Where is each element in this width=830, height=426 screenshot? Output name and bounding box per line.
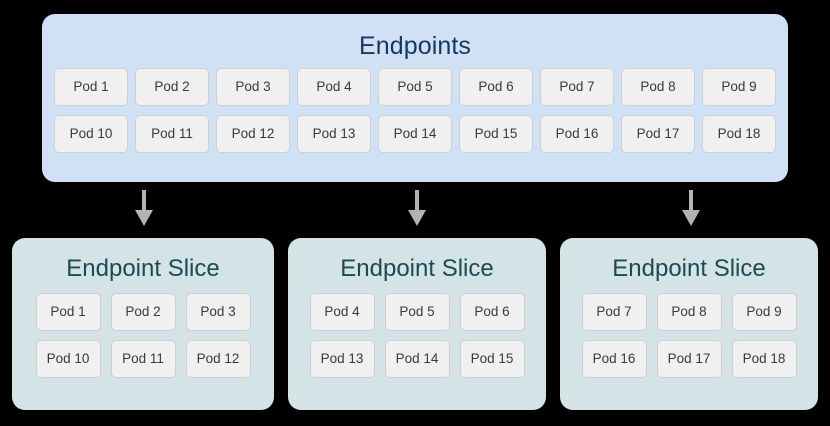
pod-box[interactable]: Pod 18 [731,340,797,378]
endpoint-slice-pod-row-1: Pod 4 Pod 5 Pod 6 [288,293,546,331]
pod-box[interactable]: Pod 4 [297,68,371,106]
pod-box[interactable]: Pod 12 [185,340,251,378]
endpoint-slice-title: Endpoint Slice [66,255,220,282]
pod-box[interactable]: Pod 18 [702,115,776,153]
pod-box[interactable]: Pod 15 [459,115,533,153]
arrow-down-icon [408,190,426,226]
pod-box[interactable]: Pod 11 [110,340,176,378]
pod-box[interactable]: Pod 12 [216,115,290,153]
endpoint-slice-pod-row-1: Pod 1 Pod 2 Pod 3 [12,293,274,331]
pod-box[interactable]: Pod 17 [621,115,695,153]
pod-box[interactable]: Pod 8 [656,293,722,331]
pod-box[interactable]: Pod 8 [621,68,695,106]
endpoint-slice-title: Endpoint Slice [612,255,766,282]
pod-box[interactable]: Pod 10 [35,340,101,378]
pod-box[interactable]: Pod 15 [459,340,525,378]
pod-box[interactable]: Pod 17 [656,340,722,378]
pod-box[interactable]: Pod 13 [297,115,371,153]
pod-box[interactable]: Pod 14 [384,340,450,378]
pod-box[interactable]: Pod 16 [540,115,614,153]
endpoint-slice-panel-1: Endpoint Slice Pod 1 Pod 2 Pod 3 Pod 10 … [12,238,274,410]
arrow-down-icon [682,190,700,226]
endpoint-slice-pod-grid: Pod 7 Pod 8 Pod 9 Pod 16 Pod 17 Pod 18 [560,293,818,387]
pod-box[interactable]: Pod 1 [35,293,101,331]
pod-box[interactable]: Pod 5 [378,68,452,106]
pod-box[interactable]: Pod 2 [135,68,209,106]
arrow-down-icon [135,190,153,226]
endpoint-slice-pod-grid: Pod 4 Pod 5 Pod 6 Pod 13 Pod 14 Pod 15 [288,293,546,387]
pod-box[interactable]: Pod 5 [384,293,450,331]
pod-box[interactable]: Pod 4 [309,293,375,331]
endpoints-pod-row-2: Pod 10 Pod 11 Pod 12 Pod 13 Pod 14 Pod 1… [54,115,776,153]
pod-box[interactable]: Pod 7 [540,68,614,106]
endpoint-slice-pod-grid: Pod 1 Pod 2 Pod 3 Pod 10 Pod 11 Pod 12 [12,293,274,387]
endpoint-slice-pod-row-1: Pod 7 Pod 8 Pod 9 [560,293,818,331]
pod-box[interactable]: Pod 9 [702,68,776,106]
pod-box[interactable]: Pod 6 [459,293,525,331]
pod-box[interactable]: Pod 2 [110,293,176,331]
endpoints-pod-row-1: Pod 1 Pod 2 Pod 3 Pod 4 Pod 5 Pod 6 Pod … [54,68,776,106]
endpoints-title: Endpoints [358,32,472,60]
pod-box[interactable]: Pod 14 [378,115,452,153]
pod-box[interactable]: Pod 16 [581,340,647,378]
pod-box[interactable]: Pod 6 [459,68,533,106]
pod-box[interactable]: Pod 3 [185,293,251,331]
endpoint-slice-pod-row-2: Pod 10 Pod 11 Pod 12 [12,340,274,378]
endpoint-slice-pod-row-2: Pod 13 Pod 14 Pod 15 [288,340,546,378]
endpoint-slice-title: Endpoint Slice [340,255,494,282]
pod-box[interactable]: Pod 11 [135,115,209,153]
endpoint-slice-pod-row-2: Pod 16 Pod 17 Pod 18 [560,340,818,378]
pod-box[interactable]: Pod 9 [731,293,797,331]
endpoints-panel: Endpoints Pod 1 Pod 2 Pod 3 Pod 4 Pod 5 … [42,14,788,182]
pod-box[interactable]: Pod 1 [54,68,128,106]
endpoints-pod-grid: Pod 1 Pod 2 Pod 3 Pod 4 Pod 5 Pod 6 Pod … [54,68,776,162]
pod-box[interactable]: Pod 13 [309,340,375,378]
endpoint-slice-panel-2: Endpoint Slice Pod 4 Pod 5 Pod 6 Pod 13 … [288,238,546,410]
pod-box[interactable]: Pod 10 [54,115,128,153]
pod-box[interactable]: Pod 3 [216,68,290,106]
endpoint-slice-panel-3: Endpoint Slice Pod 7 Pod 8 Pod 9 Pod 16 … [560,238,818,410]
pod-box[interactable]: Pod 7 [581,293,647,331]
